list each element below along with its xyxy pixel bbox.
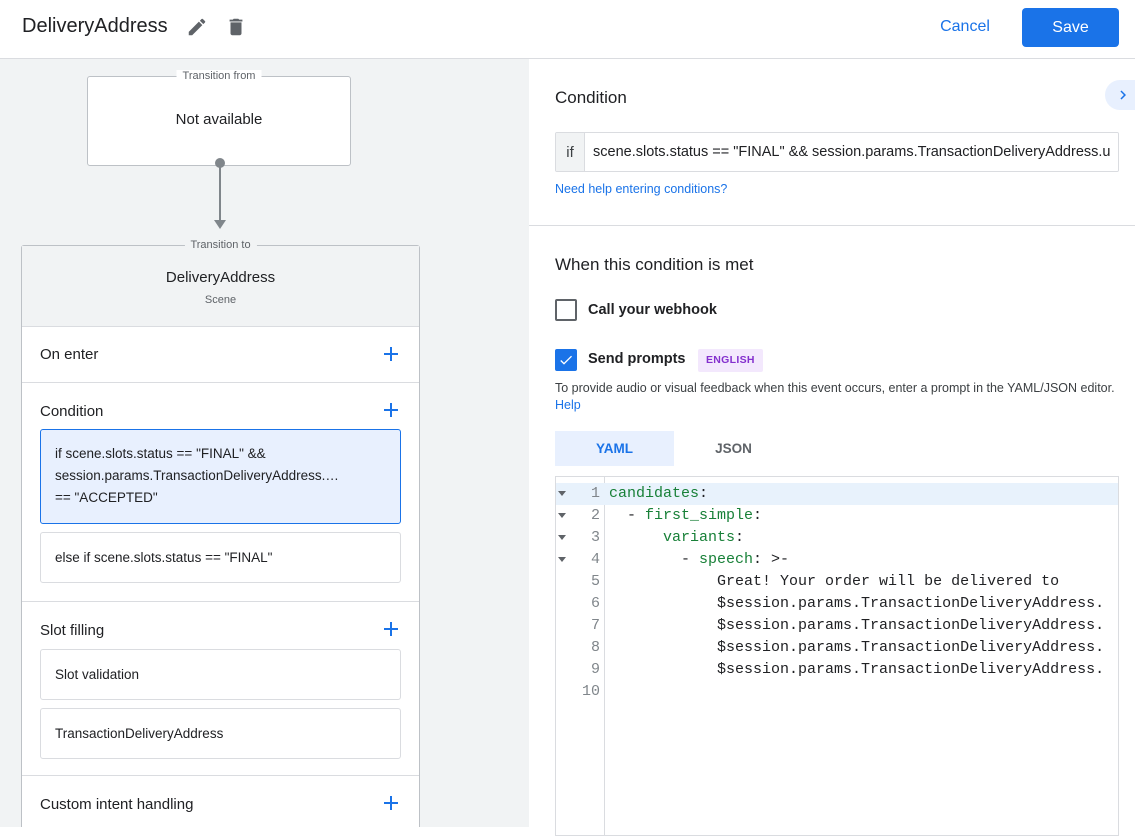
code-line[interactable]: 5 Great! Your order will be delivered to (556, 571, 1118, 593)
section-title-on-enter: On enter (40, 346, 99, 363)
scene-header[interactable]: Transition to DeliveryAddress Scene (22, 239, 419, 327)
add-condition-icon[interactable] (383, 402, 399, 418)
condition-line: == "ACCEPTED" (55, 490, 158, 505)
edit-icon[interactable] (186, 16, 208, 38)
webhook-checkbox[interactable] (555, 299, 577, 321)
slot-item-label: Slot validation (55, 667, 140, 682)
slot-item-validation[interactable]: Slot validation (40, 649, 401, 700)
add-slot-icon[interactable] (383, 621, 399, 637)
code-line[interactable]: 8 $session.params.TransactionDeliveryAdd… (556, 637, 1118, 659)
if-prefix: if (556, 133, 585, 171)
connector-dot (215, 158, 225, 168)
scene-name: DeliveryAddress (165, 269, 276, 286)
condition-editor-panel: Condition if Need help entering conditio… (529, 59, 1135, 836)
code-line[interactable]: 7 $session.params.TransactionDeliveryAdd… (556, 615, 1118, 637)
condition-input[interactable] (585, 133, 1118, 171)
scene-type: Scene (204, 294, 237, 306)
condition-item-if[interactable]: if scene.slots.status == "FINAL" && sess… (40, 429, 401, 524)
condition-item-else-if[interactable]: else if scene.slots.status == "FINAL" (40, 532, 401, 583)
line-number: 2 (590, 507, 600, 524)
section-custom-intent[interactable]: Custom intent handling (22, 776, 419, 827)
add-on-enter-icon[interactable] (383, 346, 399, 362)
condition-met-heading: When this condition is met (555, 255, 754, 274)
line-number: 8 (590, 639, 600, 656)
code-text: - first_simple: (609, 507, 763, 524)
code-line[interactable]: 3 variants: (556, 527, 1118, 549)
transition-from-box: Transition from Not available (87, 70, 351, 166)
code-text: $session.params.TransactionDeliveryAddre… (717, 639, 1105, 656)
code-text: candidates: (609, 485, 709, 502)
delete-icon[interactable] (225, 16, 247, 38)
save-button[interactable]: Save (1022, 8, 1119, 47)
code-line[interactable]: 6 $session.params.TransactionDeliveryAdd… (556, 593, 1118, 615)
section-condition: Condition if scene.slots.status == "FINA… (22, 383, 419, 602)
slot-item-transaction-delivery-address[interactable]: TransactionDeliveryAddress (40, 708, 401, 759)
code-line[interactable]: 2 - first_simple: (556, 505, 1118, 527)
fold-arrow-icon[interactable] (558, 557, 566, 562)
code-line[interactable]: 4 - speech: >- (556, 549, 1118, 571)
page-title: DeliveryAddress (22, 15, 168, 37)
transition-connector (219, 163, 221, 223)
code-text: $session.params.TransactionDeliveryAddre… (717, 595, 1105, 612)
code-line[interactable]: 1 candidates: (556, 483, 1118, 505)
help-conditions-link[interactable]: Need help entering conditions? (555, 182, 728, 196)
scene-card: Transition to DeliveryAddress Scene On e… (21, 239, 420, 827)
code-text: variants: (663, 529, 745, 546)
condition-line: session.params.TransactionDeliveryAddres… (55, 468, 339, 483)
prompt-description: To provide audio or visual feedback when… (555, 380, 1115, 414)
section-title-custom-intent: Custom intent handling (40, 796, 194, 813)
line-number: 1 (590, 485, 600, 502)
code-text: $session.params.TransactionDeliveryAddre… (717, 617, 1105, 634)
fold-arrow-icon[interactable] (558, 513, 566, 518)
line-number: 6 (590, 595, 600, 612)
code-line[interactable]: 9 $session.params.TransactionDeliveryAdd… (556, 659, 1118, 681)
line-number: 7 (590, 617, 600, 634)
top-bar: DeliveryAddress Cancel Save (0, 0, 1135, 59)
prompt-description-text: To provide audio or visual feedback when… (555, 381, 1115, 395)
flow-canvas: Transition from Not available Transition… (0, 59, 529, 827)
yaml-key: first_simple (645, 507, 754, 524)
transition-to-caption: Transition to (184, 239, 257, 251)
line-number: 9 (590, 661, 600, 678)
line-number: 5 (590, 573, 600, 590)
code-text: - speech: >- (609, 551, 790, 568)
yaml-key: candidates (609, 485, 700, 502)
yaml-key: variants (663, 529, 736, 546)
chevron-right-icon (1120, 90, 1126, 100)
add-intent-icon[interactable] (383, 795, 399, 811)
code-line[interactable]: 10 (556, 681, 1118, 703)
condition-field: if (555, 132, 1119, 172)
line-number: 3 (590, 529, 600, 546)
transition-from-caption: Transition from (176, 70, 262, 82)
section-on-enter[interactable]: On enter (22, 327, 419, 383)
section-slot-filling: Slot filling Slot validation Transaction… (22, 602, 419, 776)
condition-line: if scene.slots.status == "FINAL" && (55, 446, 266, 461)
slot-item-label: TransactionDeliveryAddress (55, 726, 224, 741)
condition-line: else if scene.slots.status == "FINAL" (55, 550, 273, 565)
code-text: Great! Your order will be delivered to (717, 573, 1060, 590)
send-prompts-checkbox[interactable] (555, 349, 577, 371)
section-title-slot-filling: Slot filling (40, 622, 105, 639)
line-number: 4 (590, 551, 600, 568)
help-link[interactable]: Help (555, 398, 581, 412)
tab-json[interactable]: JSON (715, 441, 752, 456)
yaml-key: speech (699, 551, 754, 568)
collapse-panel-button[interactable] (1105, 80, 1135, 110)
webhook-label: Call your webhook (588, 302, 717, 318)
check-icon (560, 355, 572, 365)
fold-arrow-icon[interactable] (558, 535, 566, 540)
send-prompts-label: Send prompts (588, 351, 686, 367)
condition-heading: Condition (555, 88, 627, 107)
code-text: $session.params.TransactionDeliveryAddre… (717, 661, 1105, 678)
line-number: 10 (581, 683, 600, 700)
connector-arrow-icon (214, 220, 226, 229)
language-badge: ENGLISH (698, 349, 763, 372)
fold-arrow-icon[interactable] (558, 491, 566, 496)
cancel-button[interactable]: Cancel (924, 8, 1006, 46)
divider (529, 225, 1135, 226)
tab-yaml[interactable]: YAML (555, 431, 674, 466)
transition-from-value: Not available (175, 111, 263, 128)
section-title-condition: Condition (40, 403, 104, 420)
